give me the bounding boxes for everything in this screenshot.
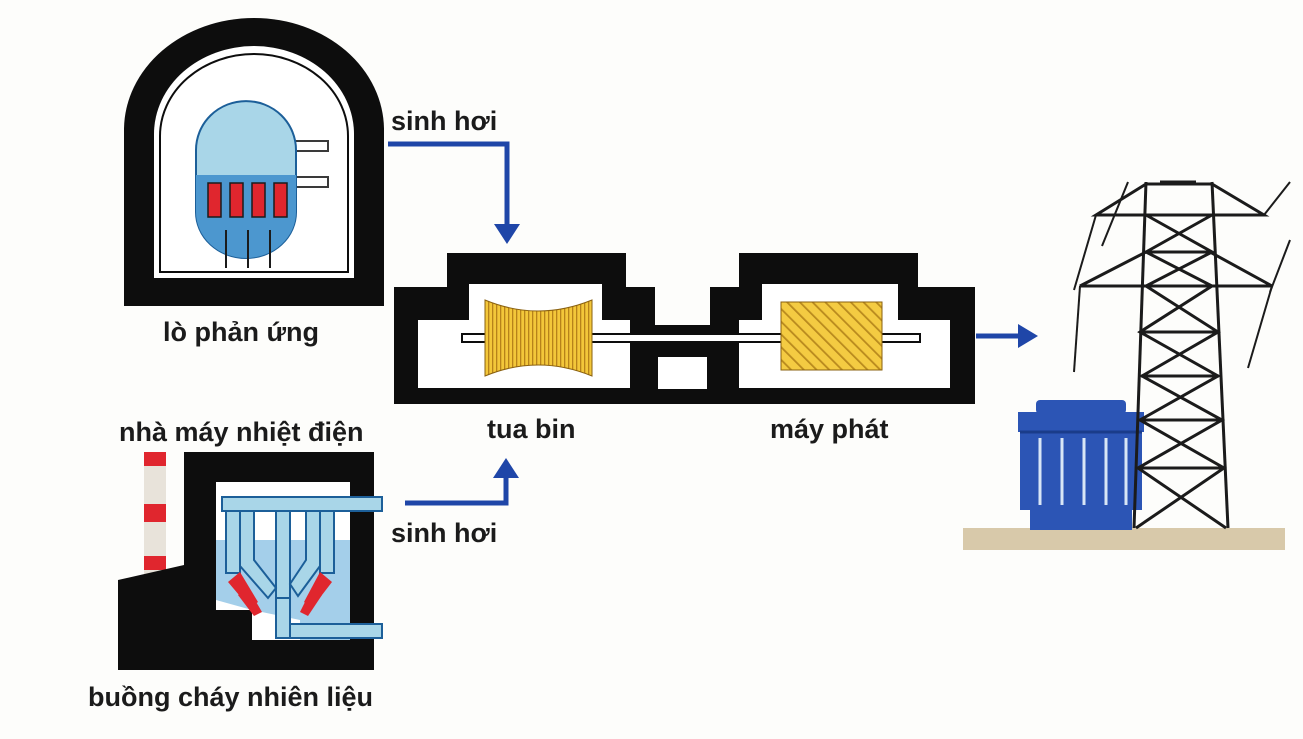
housing-window: [658, 357, 707, 389]
label-reactor: lò phản ứng: [163, 317, 320, 347]
thermal-plant: [118, 452, 383, 670]
generator-rotor: [780, 301, 883, 371]
transformer: [963, 400, 1285, 550]
ground: [963, 528, 1285, 550]
label-steam-bottom: sinh hơi: [391, 518, 498, 548]
label-combustion-chamber: buồng cháy nhiên liệu: [88, 682, 374, 712]
turbine-rotor: [484, 299, 593, 377]
label-steam-top: sinh hơi: [391, 106, 498, 136]
label-generator: máy phát: [770, 414, 889, 444]
shaft: [461, 333, 921, 343]
steam-arrow-top: [388, 141, 520, 244]
boiler-pipes: [221, 496, 383, 639]
transmission-tower: [1073, 180, 1291, 530]
turbine-generator-housing: [394, 253, 975, 404]
label-thermal-plant: nhà máy nhiệt điện: [119, 417, 364, 447]
chimney: [144, 452, 166, 580]
fuel-rods: [207, 182, 288, 218]
steam-arrow-bottom: [405, 458, 519, 506]
output-arrow: [976, 324, 1038, 348]
burner-flames: [228, 572, 332, 616]
control-rods: [225, 230, 271, 268]
label-turbine: tua bin: [487, 414, 576, 444]
reactor: [124, 18, 384, 306]
